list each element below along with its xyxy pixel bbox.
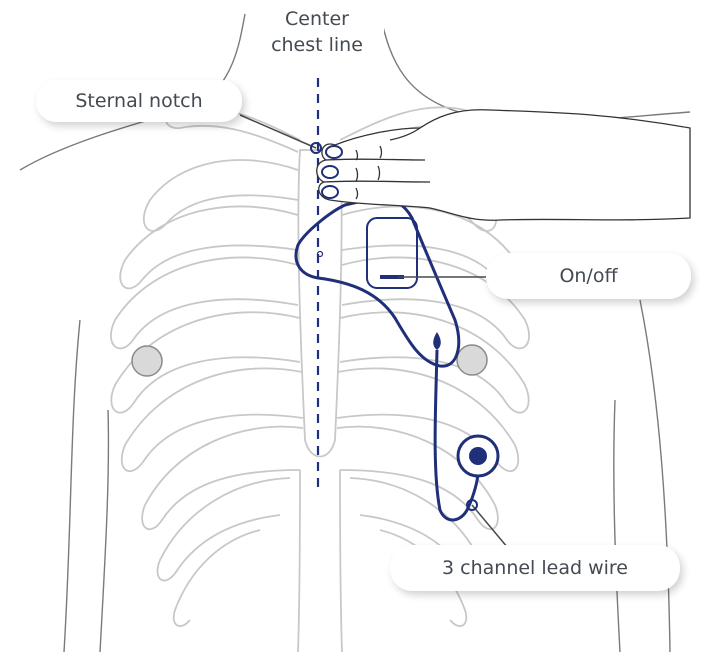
- center-label-line-2: chest line: [250, 32, 384, 58]
- left-rib-8: [174, 530, 260, 626]
- left-inner-edge: [100, 410, 108, 652]
- right-electrode-marker: [457, 345, 487, 375]
- lead-wire-label: 3 channel lead wire: [442, 557, 628, 579]
- left-rib-3: [111, 257, 298, 348]
- center-chest-line-label: Center chest line: [250, 6, 384, 58]
- left-rib-2: [120, 206, 298, 288]
- left-rib-1: [144, 160, 298, 231]
- lead-wire-callout: 3 channel lead wire: [390, 545, 680, 591]
- spine-right: [340, 470, 342, 652]
- sternal-notch-callout: Sternal notch: [36, 80, 242, 122]
- hand: [317, 110, 690, 221]
- right-shoulder-line: [380, 14, 690, 121]
- lead-electrode-center: [469, 447, 487, 465]
- left-body-edge: [64, 320, 80, 652]
- hand-shape: [317, 110, 690, 221]
- on-off-callout: On/off: [486, 253, 691, 299]
- sternal-notch-label: Sternal notch: [75, 90, 202, 112]
- on-off-label: On/off: [559, 265, 617, 287]
- finger-line-1: [326, 159, 425, 160]
- finger-line-2: [324, 181, 430, 182]
- left-rib-7: [158, 478, 290, 581]
- lead-wire-leader: [472, 505, 508, 548]
- left-rib-5: [122, 368, 303, 471]
- right-inner-edge: [614, 400, 620, 652]
- lead-connector: [433, 332, 441, 350]
- right-body-edge: [640, 300, 670, 652]
- center-label-line-1: Center: [250, 6, 384, 32]
- left-electrode-marker: [132, 346, 162, 376]
- spine-left: [298, 470, 300, 652]
